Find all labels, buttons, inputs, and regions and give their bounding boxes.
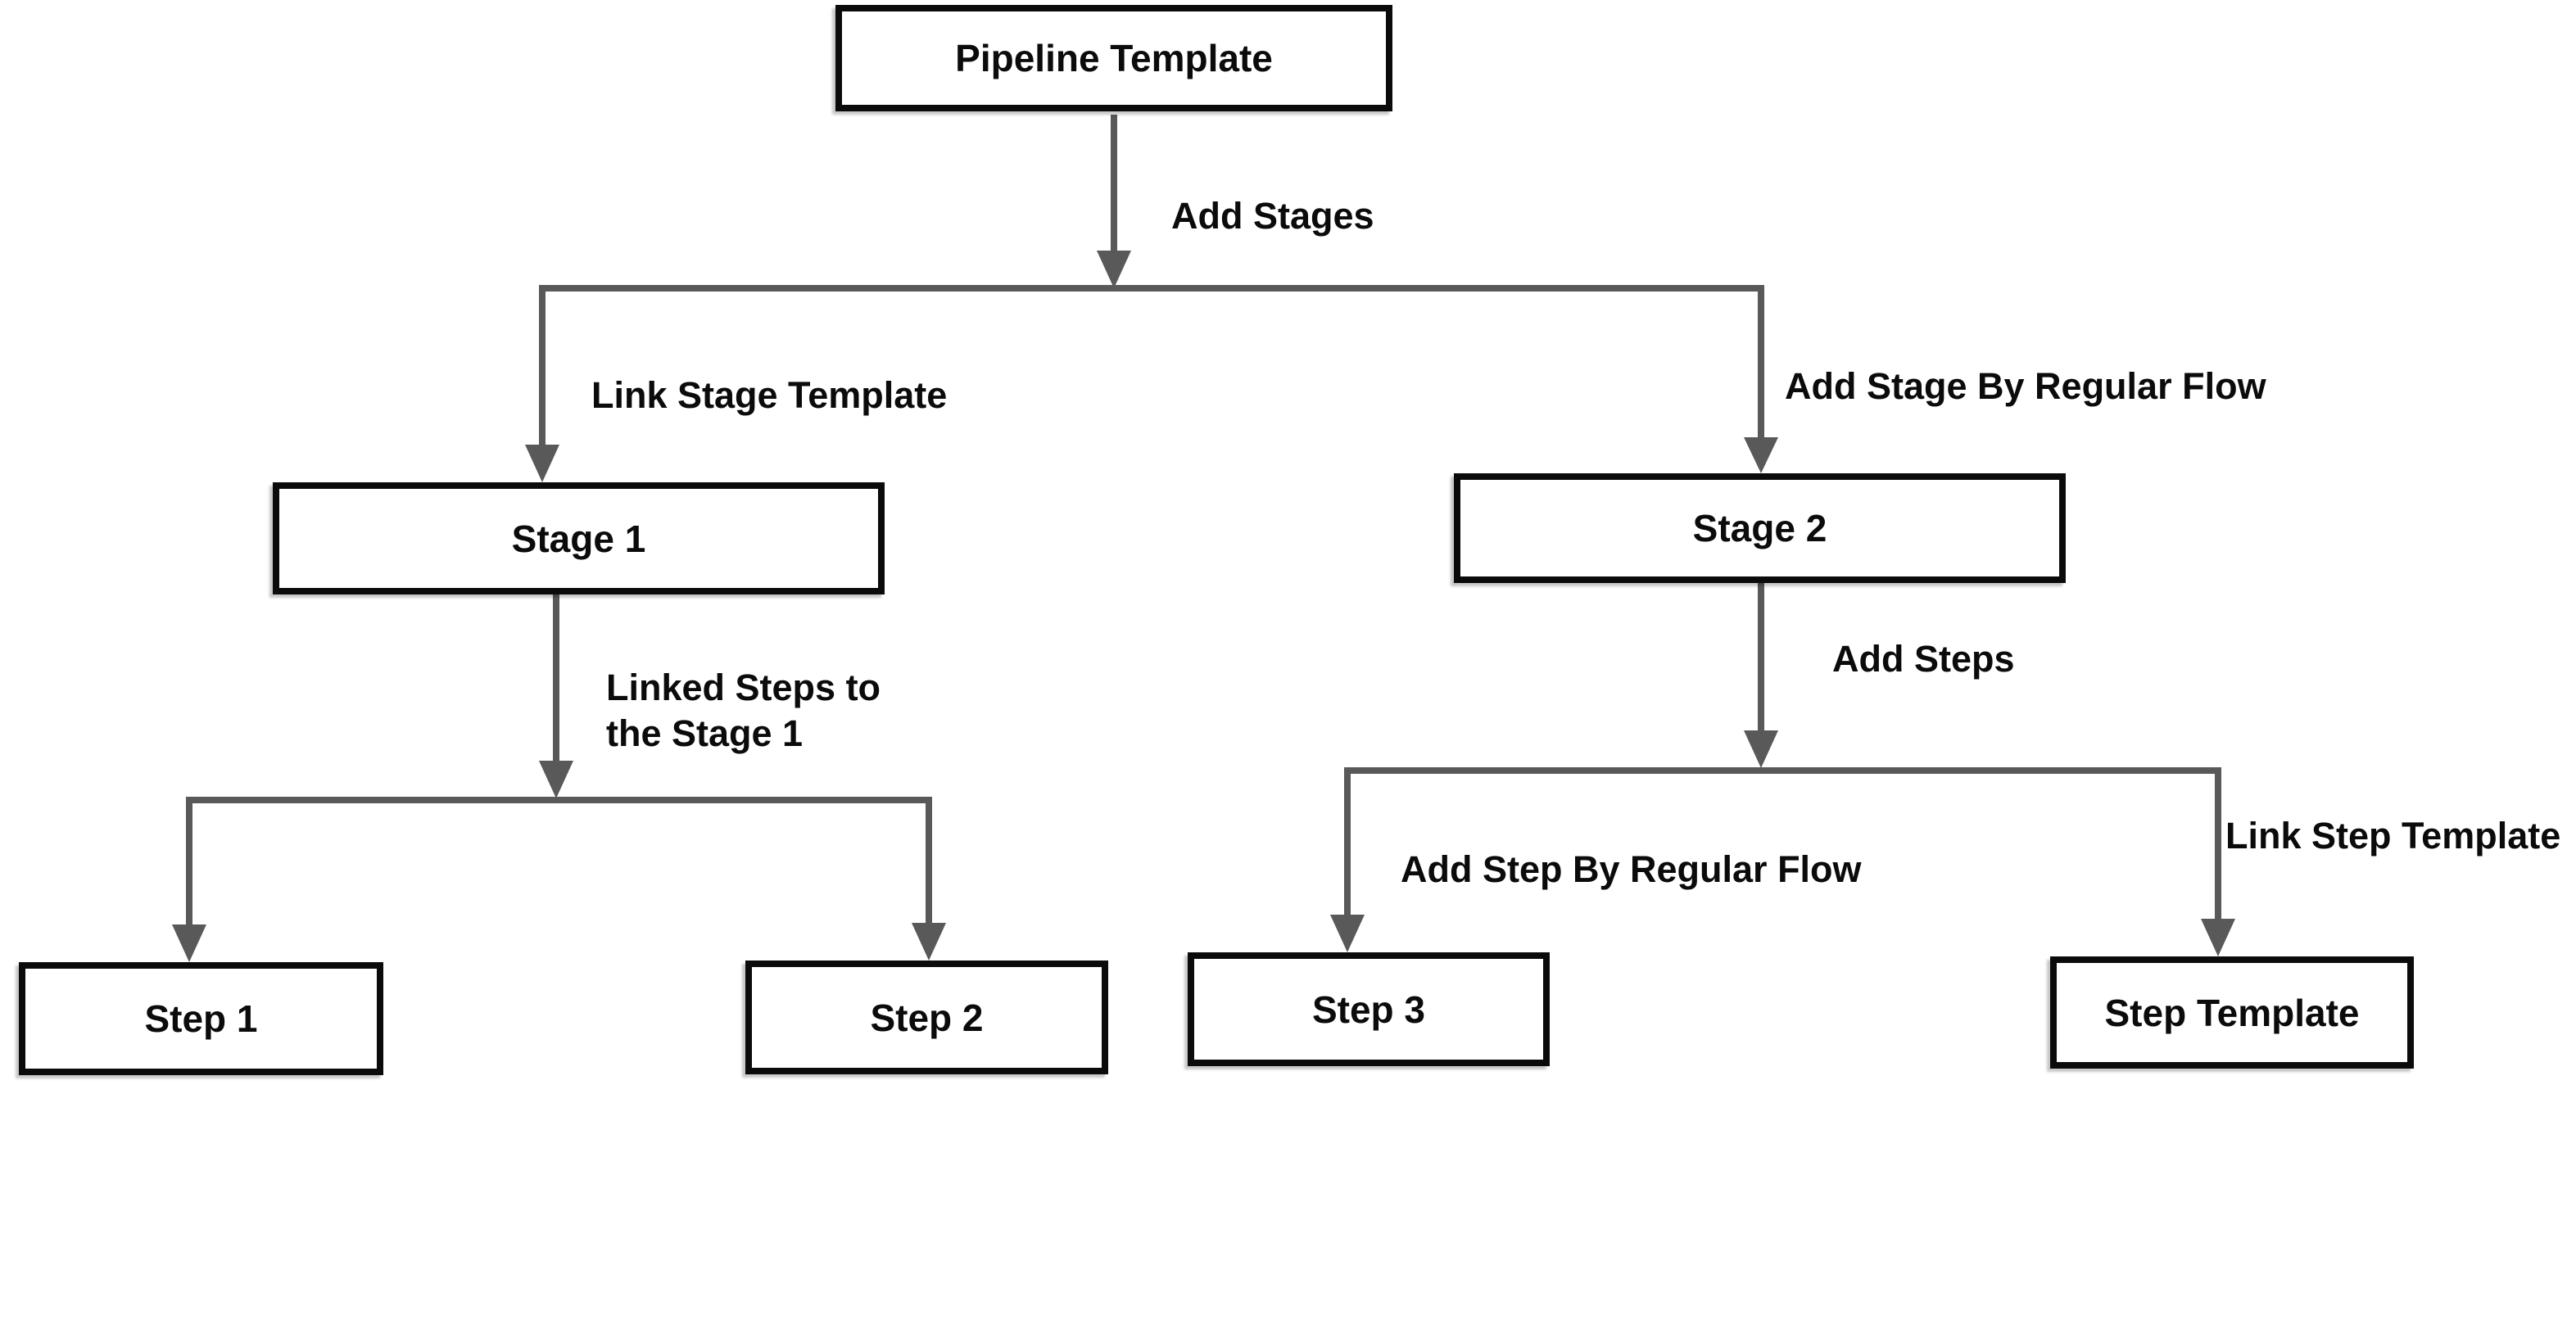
edge-label-linked-steps-to-stage-1: Linked Steps to the Stage 1	[606, 667, 881, 754]
edge-stage2-steps-rail	[1344, 767, 2221, 919]
arrowhead-add-steps	[1744, 730, 1778, 768]
node-step-2: Step 2	[745, 961, 1108, 1074]
arrowhead-add-stage-by-regular-flow	[1744, 437, 1778, 473]
node-stage-2: Stage 2	[1454, 473, 2066, 583]
edge-label-add-steps: Add Steps	[1832, 638, 2015, 680]
arrowhead-linked-steps	[539, 761, 573, 798]
edge-label-add-step-by-regular-flow: Add Step By Regular Flow	[1401, 848, 1862, 890]
arrowhead-step2	[912, 923, 946, 961]
node-step-template: Step Template	[2050, 956, 2414, 1069]
node-stage-1: Stage 1	[273, 482, 885, 594]
arrowhead-add-stages	[1097, 251, 1131, 288]
node-step-1: Step 1	[19, 962, 383, 1075]
arrowhead-link-stage-template	[525, 445, 559, 482]
arrowhead-step3	[1330, 915, 1365, 952]
edge-label-link-step-template: Link Step Template	[2225, 815, 2561, 857]
edge-label-add-stage-by-regular-flow: Add Stage By Regular Flow	[1785, 365, 2266, 407]
node-pipeline-template: Pipeline Template	[835, 5, 1392, 111]
edge-label-add-stages: Add Stages	[1171, 195, 1374, 237]
arrowhead-step1	[172, 924, 206, 962]
arrowhead-step-template	[2201, 919, 2235, 956]
node-step-3: Step 3	[1188, 952, 1550, 1066]
edge-stages-rail	[539, 285, 1764, 445]
edge-label-link-stage-template: Link Stage Template	[591, 374, 948, 416]
edge-stage1-steps-rail	[186, 797, 932, 924]
